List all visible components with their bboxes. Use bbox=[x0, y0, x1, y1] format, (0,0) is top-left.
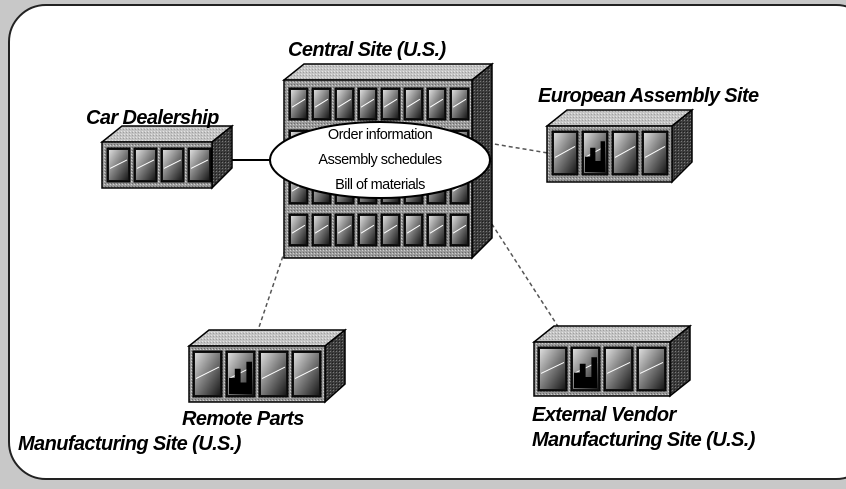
central-site-label: Central Site (U.S.) bbox=[288, 39, 446, 61]
window-glare bbox=[360, 224, 375, 234]
window-glare bbox=[360, 98, 375, 108]
window-pane bbox=[429, 216, 444, 244]
window-glare bbox=[540, 361, 565, 374]
window-pane bbox=[291, 90, 306, 118]
window-pane bbox=[314, 216, 329, 244]
car-dealership-label: Car Dealership bbox=[86, 107, 219, 129]
window-pane bbox=[452, 90, 467, 118]
central-info-bubble: Order information Assembly schedules Bil… bbox=[269, 121, 491, 199]
external-vendor-building bbox=[531, 324, 693, 398]
window-pane bbox=[190, 150, 209, 180]
window-pane bbox=[383, 216, 398, 244]
window-glare bbox=[429, 98, 444, 108]
window-pane bbox=[337, 90, 352, 118]
window-glare bbox=[190, 159, 209, 169]
window-pane bbox=[136, 150, 155, 180]
remote-parts-label-line1: Remote Parts bbox=[182, 408, 304, 430]
window-pane bbox=[360, 216, 375, 244]
window-glare bbox=[261, 366, 286, 380]
window-glare bbox=[314, 224, 329, 234]
window-glare bbox=[294, 366, 319, 380]
bubble-line-1: Order information bbox=[328, 127, 433, 143]
window-glare bbox=[337, 98, 352, 108]
window-pane bbox=[195, 353, 220, 395]
window-glare bbox=[136, 159, 155, 169]
window-pane bbox=[360, 90, 375, 118]
window-glare bbox=[337, 224, 352, 234]
window-silhouette bbox=[585, 141, 605, 172]
window-glare bbox=[606, 361, 631, 374]
window-pane bbox=[314, 90, 329, 118]
window-silhouette bbox=[229, 361, 252, 394]
window-glare bbox=[614, 145, 636, 158]
window-pane bbox=[644, 133, 666, 173]
window-glare bbox=[406, 224, 421, 234]
window-glare bbox=[383, 224, 398, 234]
remote-parts-building bbox=[186, 328, 348, 404]
window-glare bbox=[163, 159, 182, 169]
window-glare bbox=[291, 224, 306, 234]
window-pane bbox=[614, 133, 636, 173]
window-pane bbox=[109, 150, 128, 180]
window-glare bbox=[314, 98, 329, 108]
window-pane bbox=[383, 90, 398, 118]
window-glare bbox=[383, 98, 398, 108]
remote-parts-label-line2: Manufacturing Site (U.S.) bbox=[18, 433, 242, 455]
window-glare bbox=[406, 98, 421, 108]
bubble-line-2: Assembly schedules bbox=[318, 152, 441, 168]
window-pane bbox=[163, 150, 182, 180]
window-pane bbox=[291, 216, 306, 244]
european-assembly-building bbox=[544, 108, 695, 184]
window-pane bbox=[261, 353, 286, 395]
window-pane bbox=[429, 90, 444, 118]
car-dealership-building bbox=[99, 124, 235, 190]
window-pane bbox=[294, 353, 319, 395]
connector-european bbox=[487, 142, 549, 154]
window-glare bbox=[644, 145, 666, 158]
window-glare bbox=[109, 159, 128, 169]
window-glare bbox=[429, 224, 444, 234]
window-glare bbox=[195, 366, 220, 380]
external-vendor-label-line2: Manufacturing Site (U.S.) bbox=[532, 429, 756, 451]
window-glare bbox=[554, 145, 576, 158]
window-pane bbox=[639, 349, 664, 389]
european-assembly-label: European Assembly Site bbox=[538, 85, 759, 107]
bubble-line-3: Bill of materials bbox=[335, 177, 425, 193]
window-pane bbox=[406, 90, 421, 118]
window-glare bbox=[639, 361, 664, 374]
window-glare bbox=[452, 224, 467, 234]
window-glare bbox=[291, 98, 306, 108]
window-pane bbox=[452, 216, 467, 244]
window-pane bbox=[540, 349, 565, 389]
window-silhouette bbox=[574, 357, 597, 388]
window-glare bbox=[452, 98, 467, 108]
window-pane bbox=[554, 133, 576, 173]
window-pane bbox=[406, 216, 421, 244]
window-pane bbox=[337, 216, 352, 244]
window-pane bbox=[606, 349, 631, 389]
external-vendor-label-line1: External Vendor bbox=[532, 404, 677, 426]
